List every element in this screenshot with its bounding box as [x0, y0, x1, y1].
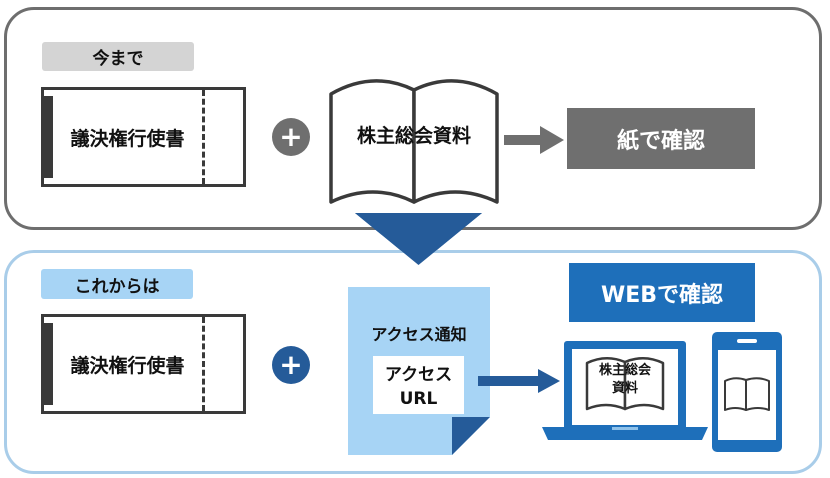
after-plus-icon: +: [272, 346, 310, 384]
notice-url-line1: アクセス: [384, 365, 453, 385]
ticket-stub-bar: [44, 96, 53, 178]
paper-confirm-box: 紙で確認: [567, 108, 755, 169]
after-ticket: 議決権行使書: [41, 314, 246, 414]
arrow-right-icon: [504, 126, 564, 154]
ticket-perforation: [202, 90, 205, 184]
notice-title: アクセス通知: [371, 325, 467, 344]
before-plus-icon: +: [272, 118, 310, 156]
web-confirm-box: WEBで確認: [569, 263, 755, 322]
before-ticket: 議決権行使書: [41, 87, 246, 187]
laptop-text-line1: 株主総会: [598, 362, 651, 378]
book-label: 株主総会資料: [356, 124, 471, 147]
before-tag: 今まで: [42, 42, 194, 71]
book-icon: [329, 79, 499, 204]
laptop-book-icon: [585, 357, 665, 411]
ticket-stub-bar: [44, 323, 53, 405]
smartphone-icon: [712, 332, 782, 452]
ticket-perforation: [202, 317, 205, 411]
arrow-right-blue-icon: [478, 369, 560, 393]
notice-url-box: [373, 356, 464, 414]
before-ticket-label: 議決権行使書: [70, 127, 185, 150]
after-tag: これからは: [41, 269, 193, 299]
after-ticket-label: 議決権行使書: [70, 354, 185, 377]
transition-arrow-overlay: [355, 213, 482, 265]
notice-url-line2: URL: [399, 388, 438, 409]
laptop-text-line2: 資料: [611, 380, 638, 396]
